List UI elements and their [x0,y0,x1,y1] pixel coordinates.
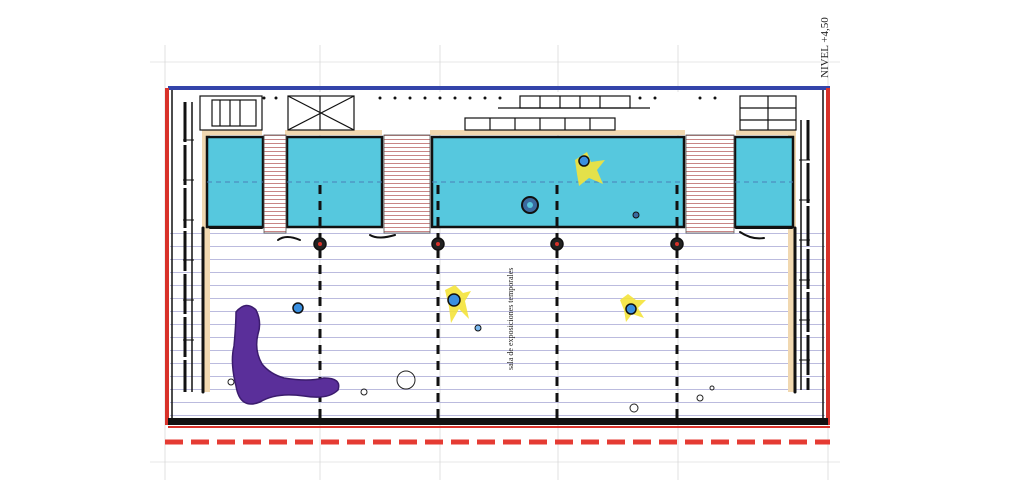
small-circles [227,370,715,413]
blue-markers [292,155,640,332]
wood-edges [202,130,796,392]
service-strip [170,92,825,132]
purple-sculpture [231,304,340,405]
ladder-right [800,120,810,390]
staircases [263,134,735,234]
service-rooms [199,95,797,131]
outer-wall-bottom [168,418,828,425]
ladder-left [183,102,193,392]
room-label: sala de exposiciones temporales [506,268,515,370]
structural-walls [201,226,797,394]
level-label: NIVEL +4,50 [819,17,831,78]
service-dots [262,96,717,100]
